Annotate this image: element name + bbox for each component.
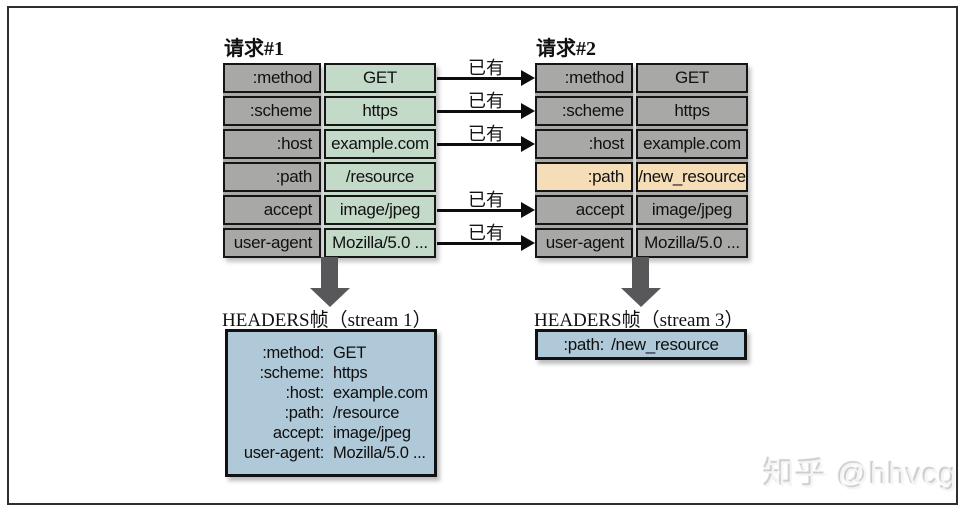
headers-frame1-box: :method: GET :scheme: https :host: examp… xyxy=(225,329,437,477)
down-arrow-request1 xyxy=(321,257,338,289)
down-arrow-request2 xyxy=(632,257,649,289)
transfer-arrowhead-icon xyxy=(521,136,535,152)
request2-key-column: :method :scheme :host :path accept user-… xyxy=(535,63,633,258)
header-key: accept xyxy=(223,195,321,225)
already-have-label: 已有 xyxy=(468,91,504,111)
down-arrowhead-request2-icon xyxy=(621,288,661,307)
header-value: image/jpeg xyxy=(636,195,748,225)
already-have-label: 已有 xyxy=(468,58,504,78)
header-value: GET xyxy=(636,63,748,93)
request2-value-column: GET https example.com /new_resource imag… xyxy=(636,63,748,258)
watermark-text: 知乎 @hhvcg xyxy=(764,457,958,492)
transfer-arrow xyxy=(437,209,521,212)
header-value: https xyxy=(324,96,436,126)
diagram-border-frame xyxy=(7,6,958,505)
frame-entry-key: :method: xyxy=(262,343,324,362)
header-value: /resource xyxy=(324,162,436,192)
header-value: Mozilla/5.0 ... xyxy=(324,228,436,258)
header-key: user-agent xyxy=(535,228,633,258)
already-have-label: 已有 xyxy=(468,124,504,144)
transfer-arrowhead-icon xyxy=(521,202,535,218)
request2-title: 请求#2 xyxy=(536,38,596,60)
transfer-arrowhead-icon xyxy=(521,235,535,251)
transfer-arrow xyxy=(437,77,521,80)
down-arrowhead-request1-icon xyxy=(310,288,350,307)
header-key: :method xyxy=(535,63,633,93)
header-key: :scheme xyxy=(535,96,633,126)
transfer-arrow xyxy=(437,242,521,245)
frame-entry-key: :scheme: xyxy=(259,363,324,382)
frame-entry-key: :host: xyxy=(285,383,324,402)
header-key: :host xyxy=(535,129,633,159)
request1-title: 请求#1 xyxy=(224,38,284,60)
request2-table: :method :scheme :host :path accept user-… xyxy=(535,63,748,258)
headers-frame2-title: HEADERS帧（stream 3） xyxy=(534,310,744,331)
frame-entry-value: GET xyxy=(333,343,367,362)
frame-entry-key: :path: xyxy=(563,334,605,354)
frame-entry-value: example.com xyxy=(333,383,428,402)
header-key: :method xyxy=(223,63,321,93)
header-key: :host xyxy=(223,129,321,159)
header-key-highlighted: :path xyxy=(535,162,633,192)
header-value: GET xyxy=(324,63,436,93)
header-key: accept xyxy=(535,195,633,225)
header-value-highlighted: /new_resource xyxy=(636,162,748,192)
transfer-arrowhead-icon xyxy=(521,70,535,86)
request1-key-column: :method :scheme :host :path accept user-… xyxy=(223,63,321,258)
request1-value-column: GET https example.com /resource image/jp… xyxy=(324,63,436,258)
frame-entry-value: Mozilla/5.0 ... xyxy=(333,443,426,462)
header-key: :path xyxy=(223,162,321,192)
header-value: example.com xyxy=(324,129,436,159)
frame-entry-key: accept: xyxy=(272,423,324,442)
frame-entry-value: /resource xyxy=(333,403,400,422)
header-value: Mozilla/5.0 ... xyxy=(636,228,748,258)
transfer-arrow xyxy=(437,110,521,113)
request1-table: :method :scheme :host :path accept user-… xyxy=(223,63,436,258)
frame-entry-key: :path: xyxy=(284,403,325,422)
header-value: example.com xyxy=(636,129,748,159)
header-value: https xyxy=(636,96,748,126)
header-value: image/jpeg xyxy=(324,195,436,225)
frame-entry-value: image/jpeg xyxy=(333,423,411,442)
header-key: :scheme xyxy=(223,96,321,126)
headers-frame2-box: :path: /new_resource xyxy=(535,329,747,360)
frame-entry-value: https xyxy=(333,363,368,382)
header-key: user-agent xyxy=(223,228,321,258)
transfer-arrowhead-icon xyxy=(521,103,535,119)
transfer-arrow xyxy=(437,143,521,146)
already-have-label: 已有 xyxy=(468,190,504,210)
frame-entry-key: user-agent: xyxy=(243,443,324,462)
already-have-label: 已有 xyxy=(468,223,504,243)
frame-entry-value: /new_resource xyxy=(611,334,719,354)
headers-frame1-title: HEADERS帧（stream 1） xyxy=(222,310,432,331)
